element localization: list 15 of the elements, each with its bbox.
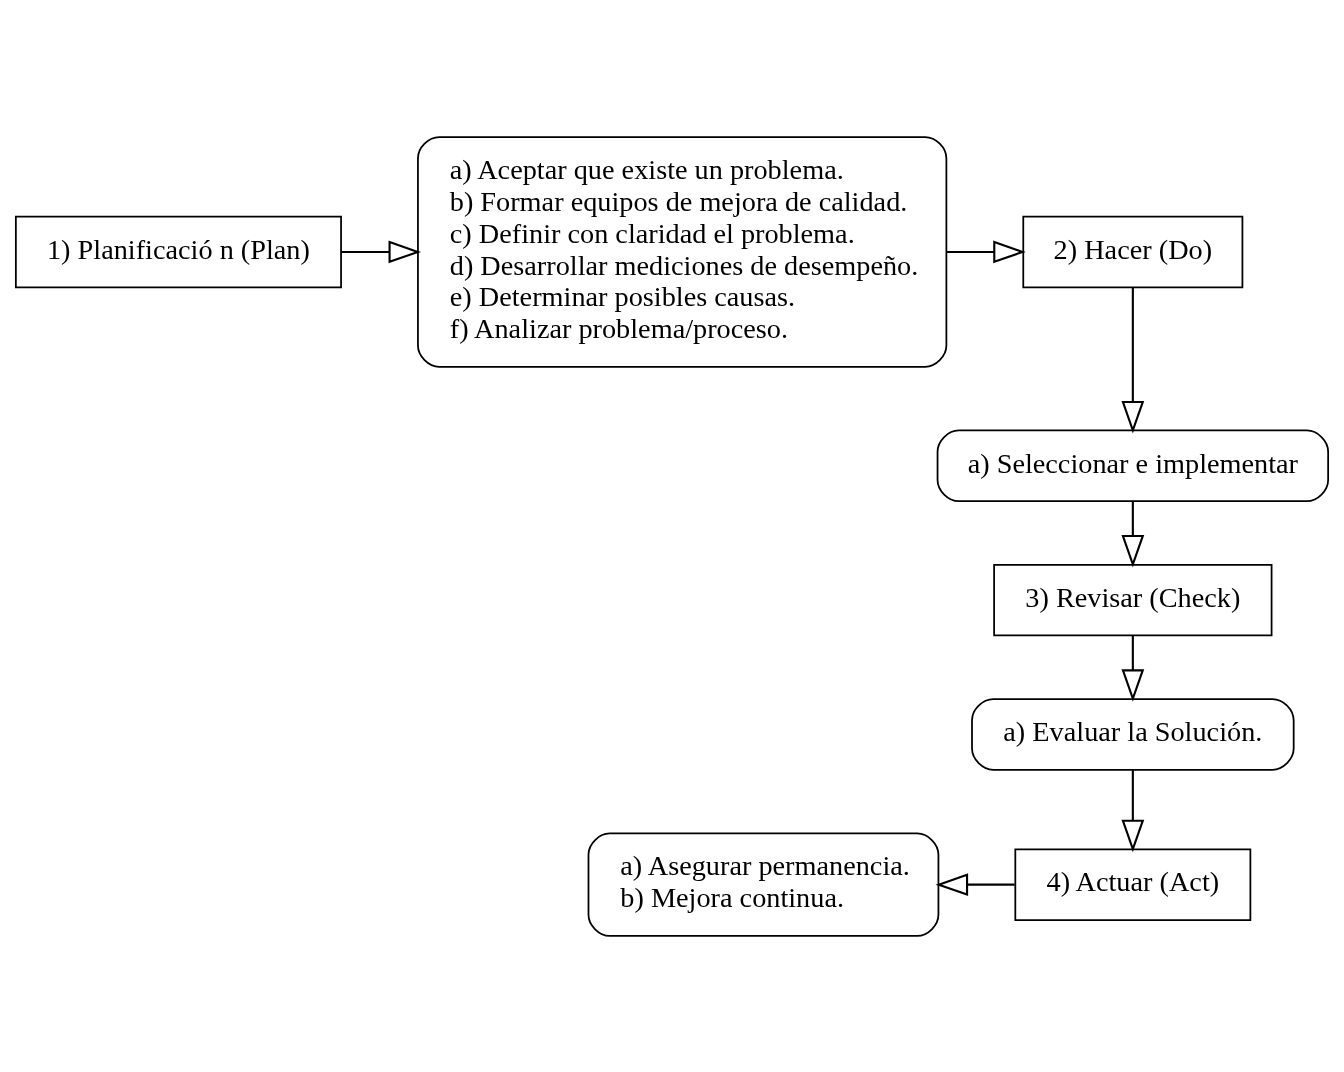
arrow	[1121, 500, 1145, 568]
node-box: a) Evaluar la Solución.	[971, 697, 1295, 771]
arrow	[1121, 635, 1145, 702]
node-box: a) Aceptar que existe un problema. b) Formar equipos de mejora de calidad. c) Definir con claridad el problema. d) Desarrollar mediciones de desempeño. e) Determinar posibles causas. f) Analizar problema/proceso.	[417, 135, 948, 368]
node-box: a) Seleccionar e implementar	[936, 429, 1330, 502]
node-box: 3) Revisar (Check)	[993, 563, 1273, 636]
node-box: 1) Planificació n (Plan)	[14, 215, 342, 288]
node-box: a) Asegurar permanencia. b) Mejora continua.	[587, 832, 940, 937]
arrow	[947, 240, 1026, 263]
arrow	[935, 872, 1015, 896]
arrow	[1121, 287, 1145, 434]
arrow	[341, 240, 422, 263]
node-box: 4) Actuar (Act)	[1014, 847, 1252, 921]
arrow	[1121, 769, 1145, 852]
node-box: 2) Hacer (Do)	[1022, 215, 1244, 288]
